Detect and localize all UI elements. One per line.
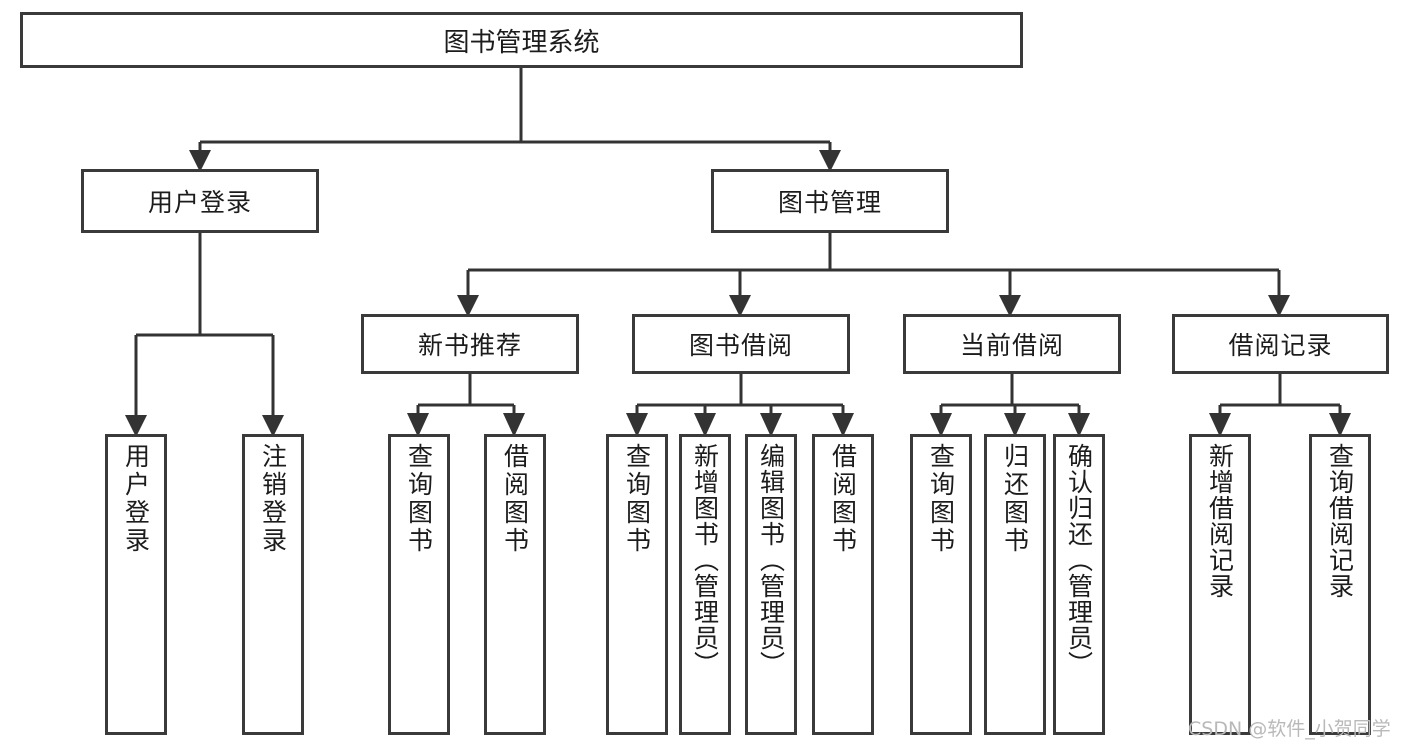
leaf-label: 查询借阅记录	[1325, 443, 1355, 599]
node-leaf-borrow-book-2[interactable]: 借阅图书	[812, 434, 874, 735]
leaf-label: 归还图书	[1000, 443, 1030, 555]
node-leaf-query-book-3[interactable]: 查询图书	[910, 434, 972, 735]
arrowhead-leaf-add-record	[1209, 413, 1231, 437]
arrowhead-leaf-query-record	[1329, 413, 1351, 437]
arrowhead-newbook	[457, 295, 479, 317]
leaf-label: 用户登录	[121, 443, 151, 555]
arrowhead-leaf-borrow-2	[832, 413, 854, 437]
arrowhead-bookborrow	[729, 295, 751, 317]
arrowhead-borrowrecord	[1268, 295, 1290, 317]
node-current-borrow-label: 当前借阅	[959, 331, 1064, 360]
leaf-label: 新增图书（管理员）	[690, 443, 720, 677]
node-borrow-record-label: 借阅记录	[1228, 331, 1333, 360]
arrowhead-leaf-borrow-1	[503, 413, 525, 437]
leaf-label: 查询图书	[622, 443, 652, 555]
node-book-manage[interactable]: 图书管理	[711, 169, 949, 233]
node-root-label: 图书管理系统	[443, 27, 600, 58]
arrowhead-book-manage	[819, 150, 841, 172]
node-user-login[interactable]: 用户登录	[81, 169, 319, 233]
node-leaf-query-book-2[interactable]: 查询图书	[606, 434, 668, 735]
node-new-book-rec[interactable]: 新书推荐	[361, 314, 579, 374]
leaf-label: 查询图书	[926, 443, 956, 555]
arrowhead-leaf-edit-book	[760, 413, 782, 437]
node-leaf-query-record[interactable]: 查询借阅记录	[1309, 434, 1371, 735]
leaf-label: 查询图书	[404, 443, 434, 555]
leaf-label: 注销登录	[258, 443, 288, 555]
leaf-label: 确认归还（管理员）	[1064, 443, 1094, 677]
leaf-label: 新增借阅记录	[1205, 443, 1235, 599]
arrowhead-currentborrow	[999, 295, 1021, 317]
node-current-borrow[interactable]: 当前借阅	[903, 314, 1121, 374]
node-leaf-add-record[interactable]: 新增借阅记录	[1189, 434, 1251, 735]
node-user-login-label: 用户登录	[147, 188, 252, 217]
arrowhead-leaf-confirm-return	[1068, 413, 1090, 437]
node-leaf-add-book[interactable]: 新增图书（管理员）	[679, 434, 731, 735]
leaf-label: 借阅图书	[828, 443, 858, 555]
node-borrow-record[interactable]: 借阅记录	[1172, 314, 1389, 374]
watermark: CSDN @软件_小贺同学	[1188, 718, 1391, 740]
arrowhead-leaf-user-login	[125, 415, 147, 437]
node-new-book-rec-label: 新书推荐	[417, 331, 522, 360]
arrowhead-leaf-query-2	[626, 413, 648, 437]
arrow-heads	[125, 150, 1351, 437]
arrowhead-leaf-query-3	[930, 413, 952, 437]
node-book-borrow[interactable]: 图书借阅	[632, 314, 850, 374]
arrowhead-leaf-logout	[262, 415, 284, 437]
node-book-borrow-label: 图书借阅	[688, 331, 793, 360]
node-root[interactable]: 图书管理系统	[20, 12, 1023, 68]
leaf-label: 编辑图书（管理员）	[756, 443, 786, 677]
node-leaf-logout[interactable]: 注销登录	[242, 434, 304, 735]
arrowhead-leaf-query-1	[407, 413, 429, 437]
leaf-label: 借阅图书	[500, 443, 530, 555]
node-leaf-borrow-book-1[interactable]: 借阅图书	[484, 434, 546, 735]
node-leaf-query-book-1[interactable]: 查询图书	[388, 434, 450, 735]
node-leaf-edit-book[interactable]: 编辑图书（管理员）	[745, 434, 797, 735]
arrowhead-user-login	[189, 150, 211, 172]
node-leaf-user-login[interactable]: 用户登录	[105, 434, 167, 735]
node-book-manage-label: 图书管理	[777, 188, 882, 217]
node-leaf-confirm-return[interactable]: 确认归还（管理员）	[1053, 434, 1105, 735]
arrowhead-leaf-return	[1004, 413, 1026, 437]
arrowhead-leaf-add-book	[694, 413, 716, 437]
node-leaf-return-book[interactable]: 归还图书	[984, 434, 1046, 735]
